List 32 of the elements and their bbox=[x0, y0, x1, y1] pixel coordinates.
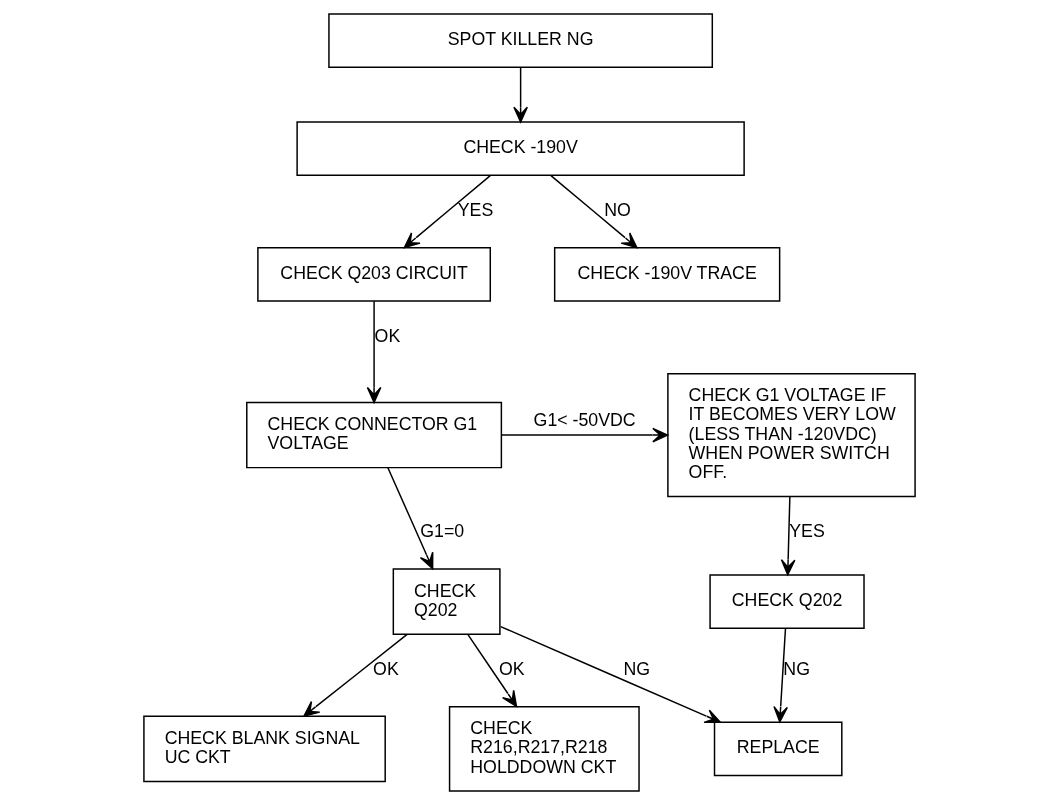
arrow bbox=[549, 174, 638, 249]
node-box: CHECK BLANK SIGNAL UC CKT bbox=[142, 715, 386, 783]
edge-label: OK bbox=[372, 659, 399, 679]
edge-label: OK bbox=[498, 659, 525, 679]
edge-label: YES bbox=[457, 200, 493, 221]
node-box: CHECK -190V TRACE bbox=[553, 247, 780, 302]
edge-label: G1< -50VDC bbox=[533, 409, 636, 430]
arrow bbox=[366, 300, 381, 404]
arrow bbox=[466, 633, 517, 707]
edge-label: NG bbox=[623, 659, 650, 679]
edge-label: OK bbox=[374, 325, 400, 346]
edge-label: G1=0 bbox=[419, 521, 464, 542]
node-box: CHECK R216,R217,R218 HOLDDOWN CKT bbox=[448, 705, 640, 792]
arrow bbox=[500, 427, 668, 443]
node-box: CHECK CONNECTOR G1 VOLTAGE bbox=[245, 401, 502, 469]
arrow bbox=[499, 625, 721, 724]
arrow bbox=[403, 174, 491, 249]
edge-label: NO bbox=[603, 200, 631, 221]
node-box: CHECK Q203 CIRCUIT bbox=[256, 247, 491, 302]
arrow bbox=[302, 633, 408, 717]
arrow bbox=[386, 466, 433, 570]
node-box: CHECK G1 VOLTAGE IF IT BECOMES VERY LOW (LESS THAN -120VDC) WHEN POWER SWITCH OFF. bbox=[666, 372, 916, 498]
node-box: SPOT KILLER NG bbox=[327, 13, 713, 68]
arrow bbox=[780, 495, 796, 576]
arrow bbox=[512, 66, 528, 123]
node-box: CHECK -190V bbox=[295, 121, 745, 177]
arrow bbox=[772, 628, 788, 723]
node-box: CHECK Q202 bbox=[392, 568, 501, 635]
edge-label: YES bbox=[788, 521, 825, 542]
edge-label: NG bbox=[782, 659, 810, 679]
node-box: REPLACE bbox=[713, 721, 843, 777]
node-box: CHECK Q202 bbox=[708, 574, 865, 629]
